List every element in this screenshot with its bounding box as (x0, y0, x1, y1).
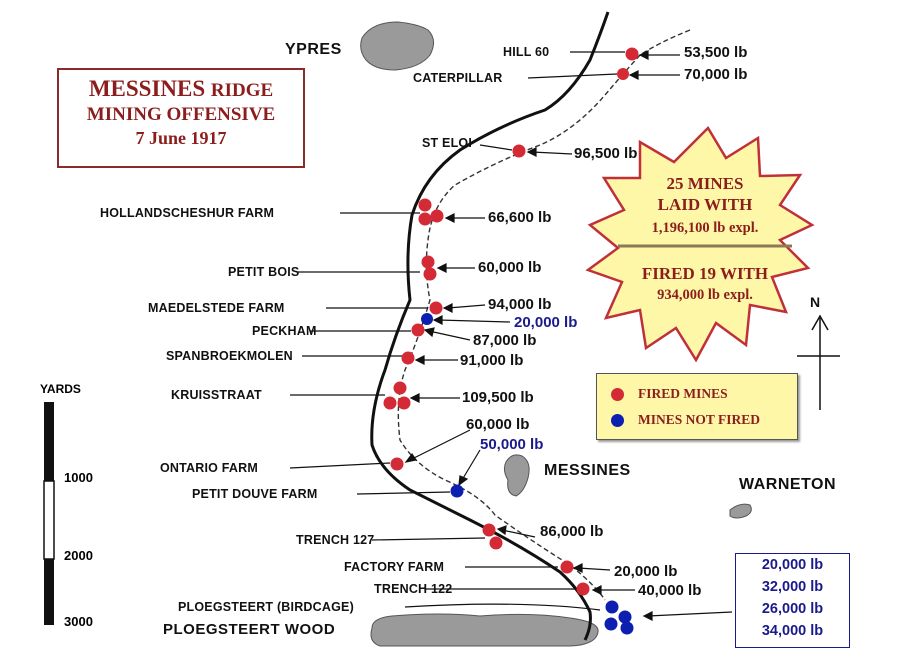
town-warneton: WARNETON (739, 476, 837, 493)
site-kruisstraat: KRUISSTRAAT (171, 388, 262, 402)
ploegsteert-wood-area (370, 613, 599, 647)
mine-kruisstraat-1 (393, 381, 407, 395)
charge-spanbroekmolen: 91,000 lb (460, 352, 524, 369)
title-line1-small: RIDGE (210, 80, 274, 101)
burst-line5: 934,000 lb expl. (657, 287, 753, 303)
scale-tick-3000: 3000 (64, 614, 93, 629)
north-arrow (797, 314, 840, 410)
scale-tick-1000: 1000 (64, 470, 93, 485)
site-spanbroekmolen: SPANBROEKMOLEN (166, 349, 293, 363)
title-line3: 7 June 1917 (135, 128, 227, 148)
mine-birdcage-2 (618, 610, 632, 624)
scale-bar (43, 402, 55, 625)
scale-unit: YARDS (40, 382, 81, 396)
charge-caterpillar: 70,000 lb (684, 66, 748, 83)
mine-hollandscheshur-3 (430, 209, 444, 223)
birdcage-charge-2: 32,000 lb (761, 579, 824, 595)
mine-petit-bois-1 (421, 255, 435, 269)
legend-not-fired-label: MINES NOT FIRED (638, 412, 761, 427)
mine-ontario-farm (390, 457, 404, 471)
charge-st-eloi: 96,500 lb (574, 145, 638, 162)
mine-factory-farm (560, 560, 574, 574)
mine-trench-127-1 (482, 523, 496, 537)
site-hill-60: HILL 60 (503, 45, 550, 59)
site-petit-douve: PETIT DOUVE FARM (192, 487, 318, 501)
site-maedelstede: MAEDELSTEDE FARM (148, 301, 285, 315)
german-front-line (397, 29, 691, 601)
legend-fired-dot (611, 387, 624, 401)
unfired-mines (421, 313, 634, 635)
north-label: N (810, 294, 821, 310)
mine-caterpillar (617, 68, 629, 80)
mine-peckham-unfired (421, 313, 433, 325)
leader-lines (289, 51, 625, 611)
mine-trench-127-2 (489, 536, 503, 550)
mine-peckham (411, 323, 425, 337)
mine-kruisstraat-2 (383, 396, 397, 410)
legend-fired-label: FIRED MINES (638, 386, 728, 401)
mine-hollandscheshur-2 (418, 212, 432, 226)
town-messines: MESSINES (544, 462, 631, 479)
charge-peckham-unfired: 20,000 lb (514, 314, 578, 331)
mine-birdcage-1 (605, 600, 619, 614)
arrows (404, 50, 733, 621)
british-front-line (370, 11, 610, 641)
charge-hill-60: 53,500 lb (684, 44, 748, 61)
mine-maedelstede (429, 301, 443, 315)
birdcage-charge-1: 20,000 lb (761, 557, 824, 573)
site-factory-farm: FACTORY FARM (344, 560, 445, 574)
charge-trench-122: 40,000 lb (638, 582, 702, 599)
charge-petit-bois: 60,000 lb (478, 259, 542, 276)
town-ploegsteert-wood: PLOEGSTEERT WOOD (163, 621, 336, 638)
charge-petit-douve: 50,000 lb (480, 436, 544, 453)
site-trench-122: TRENCH 122 (374, 582, 453, 596)
birdcage-charge-4: 34,000 lb (761, 623, 824, 639)
charge-ontario-farm: 60,000 lb (466, 416, 530, 433)
charge-hollandscheshur: 66,600 lb (488, 209, 552, 226)
birdcage-charges-box: 20,000 lb 32,000 lb 26,000 lb 34,000 lb (735, 553, 850, 648)
summary-burst (585, 125, 815, 363)
mine-hill-60 (625, 47, 639, 61)
mine-spanbroekmolen (401, 351, 415, 365)
site-peckham: PECKHAM (252, 324, 317, 338)
burst-line3: 1,196,100 lb expl. (651, 220, 759, 236)
charge-maedelstede: 94,000 lb (488, 296, 552, 313)
charge-trench-127: 86,000 lb (540, 523, 604, 540)
title-line1-big: MESSINES (88, 76, 206, 101)
charge-factory-farm: 20,000 lb (614, 563, 678, 580)
birdcage-charge-3: 26,000 lb (761, 601, 824, 617)
legend-not-fired-dot (611, 413, 624, 427)
charge-peckham: 87,000 lb (473, 332, 537, 349)
mine-st-eloi (512, 144, 526, 158)
town-ypres: YPRES (285, 41, 342, 58)
charge-kruisstraat: 109,500 lb (462, 389, 534, 406)
burst-line2: LAID WITH (657, 195, 753, 214)
site-ontario-farm: ONTARIO FARM (160, 461, 258, 475)
mine-hollandscheshur-1 (418, 198, 432, 212)
mine-kruisstraat-3 (397, 396, 411, 410)
site-st-eloi: ST ELOI (422, 136, 473, 150)
fired-mines (383, 47, 639, 596)
mine-trench-122 (576, 582, 590, 596)
ypres-area (360, 21, 434, 71)
title-box: MESSINES RIDGE MINING OFFENSIVE 7 June 1… (57, 68, 305, 168)
mine-birdcage-3 (604, 617, 618, 631)
mine-petit-bois-2 (423, 267, 437, 281)
scale-tick-2000: 2000 (64, 548, 93, 563)
mine-petit-douve (450, 484, 464, 498)
messines-area (503, 454, 530, 497)
site-caterpillar: CATERPILLAR (413, 71, 503, 85)
site-hollandscheshur: HOLLANDSCHESHUR FARM (100, 206, 275, 220)
burst-line4: FIRED 19 WITH (641, 264, 769, 283)
warneton-area (729, 503, 752, 519)
mine-birdcage-4 (620, 621, 634, 635)
site-ploegsteert-birdcage: PLOEGSTEERT (BIRDCAGE) (178, 600, 354, 614)
burst-line1: 25 MINES (666, 174, 744, 193)
site-trench-127: TRENCH 127 (296, 533, 375, 547)
legend: FIRED MINES MINES NOT FIRED (596, 373, 798, 440)
title-line2: MINING OFFENSIVE (86, 104, 276, 125)
site-petit-bois: PETIT BOIS (228, 265, 300, 279)
